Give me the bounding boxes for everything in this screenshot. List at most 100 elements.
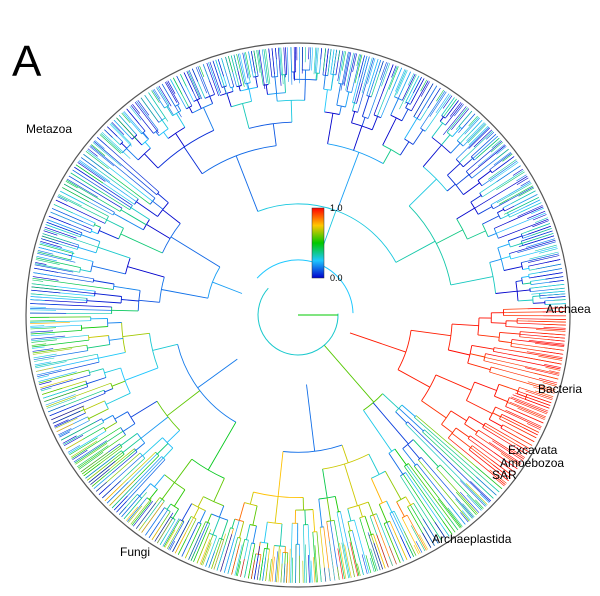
tree-branch bbox=[36, 257, 81, 268]
tree-branch bbox=[258, 49, 266, 90]
tree-branch bbox=[197, 358, 238, 389]
tree-branch bbox=[247, 83, 250, 90]
clade-label-amoebozoa: Amoebozoa bbox=[500, 456, 565, 470]
tree-branch bbox=[140, 416, 169, 439]
tree-branch bbox=[531, 228, 552, 236]
tree-branch bbox=[72, 169, 84, 178]
tree-branch bbox=[111, 309, 139, 312]
tree-arc bbox=[295, 509, 314, 511]
tree-branch bbox=[175, 133, 185, 147]
tree-branch bbox=[451, 506, 466, 525]
tree-branch bbox=[161, 119, 169, 130]
tree-branch bbox=[340, 51, 349, 91]
tree-branch bbox=[353, 125, 363, 151]
tree-branch bbox=[413, 544, 419, 555]
tree-arc bbox=[157, 129, 214, 169]
tree-arc bbox=[129, 205, 133, 210]
tree-branch bbox=[528, 320, 566, 323]
tree-branch bbox=[330, 49, 335, 75]
tree-branch bbox=[181, 529, 196, 557]
tree-branch bbox=[31, 289, 61, 294]
tree-branch bbox=[291, 557, 293, 583]
tree-branch bbox=[454, 104, 464, 117]
tree-branch bbox=[367, 58, 376, 84]
tree-branch bbox=[345, 91, 350, 108]
tree-branch bbox=[37, 253, 76, 263]
tree-branch bbox=[220, 520, 229, 540]
tree-branch bbox=[527, 225, 551, 235]
tree-branch bbox=[493, 464, 511, 479]
tree-branch bbox=[144, 153, 159, 169]
tree-branch bbox=[485, 353, 561, 370]
tree-branch bbox=[31, 286, 63, 291]
tree-branch bbox=[496, 171, 525, 191]
tree-branch bbox=[286, 47, 289, 82]
tree-branch bbox=[99, 134, 122, 154]
tree-arc bbox=[244, 538, 249, 541]
tree-branch bbox=[509, 239, 556, 254]
tree-branch bbox=[455, 492, 477, 516]
tree-branch bbox=[532, 295, 540, 297]
tree-branch bbox=[33, 272, 57, 277]
tree-branch bbox=[312, 509, 316, 532]
tree-branch bbox=[496, 212, 546, 234]
tree-branch bbox=[249, 491, 254, 505]
tree-arc bbox=[257, 287, 339, 356]
tree-branch bbox=[373, 542, 383, 570]
tree-branch bbox=[471, 119, 483, 132]
tree-branch bbox=[482, 170, 524, 198]
tree-branch bbox=[547, 296, 566, 299]
tree-branch bbox=[275, 47, 277, 60]
tree-branch bbox=[388, 556, 393, 566]
tree-branch bbox=[413, 83, 434, 118]
tree-branch bbox=[130, 498, 152, 525]
tree-branch bbox=[497, 243, 510, 249]
tree-branch bbox=[77, 246, 97, 254]
tree-branch bbox=[345, 52, 354, 91]
tree-branch bbox=[544, 347, 564, 351]
tree-arc bbox=[112, 415, 118, 423]
tree-branch bbox=[313, 557, 316, 583]
tree-arc bbox=[520, 262, 524, 270]
tree-arc bbox=[465, 171, 473, 179]
tree-branch bbox=[519, 233, 554, 245]
tree-branch bbox=[507, 402, 546, 419]
tree-branch bbox=[304, 509, 306, 525]
tree-branch bbox=[196, 99, 202, 109]
tree-branch bbox=[402, 448, 416, 466]
tree-branch bbox=[407, 421, 491, 503]
tree-branch bbox=[32, 279, 44, 282]
tree-branch bbox=[88, 408, 109, 420]
tree-branch bbox=[508, 432, 533, 446]
tree-arc bbox=[90, 261, 94, 272]
tree-branch bbox=[168, 521, 185, 550]
tree-arc bbox=[447, 174, 464, 195]
tree-branch bbox=[476, 137, 500, 159]
tree-branch bbox=[163, 519, 181, 548]
tree-branch bbox=[523, 427, 538, 436]
tree-branch bbox=[144, 141, 151, 149]
tree-branch bbox=[106, 392, 131, 405]
tree-branch bbox=[420, 457, 474, 518]
tree-branch bbox=[525, 390, 553, 401]
tree-branch bbox=[419, 534, 428, 550]
tree-branch bbox=[339, 106, 342, 115]
tree-branch bbox=[462, 123, 486, 147]
tree-branch bbox=[482, 215, 500, 225]
tree-branch bbox=[458, 113, 476, 133]
tree-branch bbox=[448, 437, 506, 485]
tree-branch bbox=[216, 545, 226, 571]
tree-arc bbox=[489, 262, 497, 294]
tree-branch bbox=[485, 131, 495, 140]
tree-branch bbox=[33, 350, 88, 361]
tree-branch bbox=[475, 499, 484, 509]
tree-branch bbox=[46, 221, 79, 235]
tree-arc bbox=[95, 241, 101, 253]
tree-branch bbox=[39, 242, 74, 253]
tree-branch bbox=[436, 229, 464, 244]
tree-branch bbox=[461, 510, 471, 521]
tree-branch bbox=[337, 50, 341, 61]
tree-arc bbox=[112, 283, 115, 290]
tree-branch bbox=[549, 280, 564, 283]
tree-branch bbox=[536, 263, 562, 270]
